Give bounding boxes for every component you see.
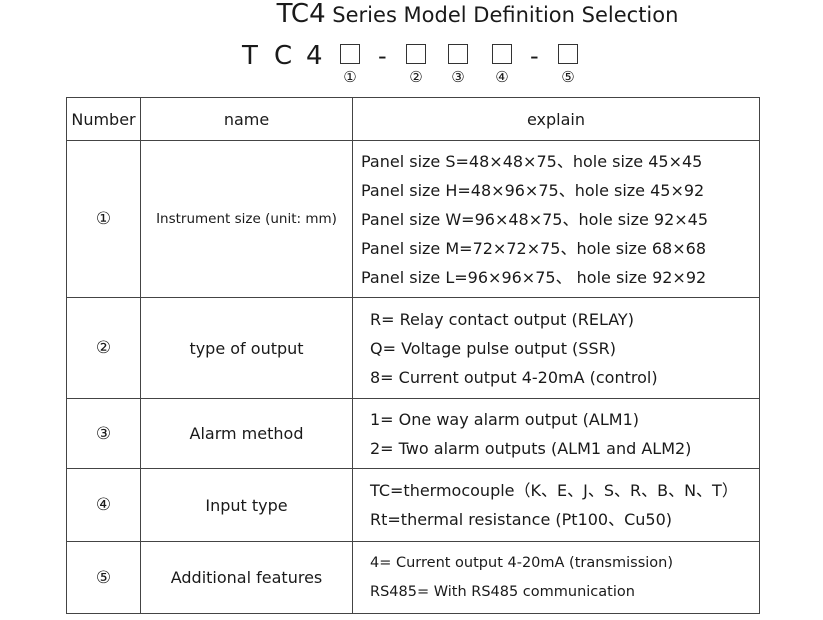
code-slot-number: ① [343, 68, 357, 86]
code-slot-2: ② [406, 44, 426, 86]
explain-line: Panel size L=96×96×75、 hole size 92×92 [361, 267, 707, 287]
code-slot-4: ④ [492, 44, 512, 86]
row-name: Alarm method [140, 398, 353, 469]
explain-line: R= Relay contact output (RELAY) [370, 309, 634, 329]
header-number: Number [66, 97, 141, 141]
code-slot-box [340, 44, 360, 64]
explain-line: RS485= With RS485 communication [370, 583, 635, 600]
explain-line: 4= Current output 4-20mA (transmission) [370, 554, 673, 571]
header-explain: explain [352, 97, 760, 141]
row-name: Instrument size (unit: mm) [140, 140, 353, 298]
model-letter-t: T [242, 41, 258, 71]
explain-line: 2= Two alarm outputs (ALM1 and ALM2) [370, 438, 692, 458]
row-number: ⑤ [66, 541, 141, 614]
row-name: type of output [140, 297, 353, 399]
code-slot-box [558, 44, 578, 64]
table-row: ② type of output R= Relay contact output… [66, 297, 760, 399]
explain-line: Q= Voltage pulse output (SSR) [370, 338, 616, 358]
row-number: ② [66, 297, 141, 399]
header-name: name [140, 97, 353, 141]
explain-line: 1= One way alarm output (ALM1) [370, 409, 639, 429]
row-number: ③ [66, 398, 141, 469]
row-name: Additional features [140, 541, 353, 614]
explain-line: Rt=thermal resistance (Pt100、Cu50) [370, 510, 673, 529]
code-slot-box [492, 44, 512, 64]
table-row: ① Instrument size (unit: mm) Panel size … [66, 140, 760, 298]
code-slot-number: ④ [495, 68, 509, 86]
row-explain: R= Relay contact output (RELAY) Q= Volta… [352, 297, 760, 399]
code-dash: - [378, 42, 387, 70]
code-slot-box [448, 44, 468, 64]
row-number: ④ [66, 468, 141, 542]
row-explain: TC=thermocouple（K、E、J、S、R、B、N、T） Rt=ther… [352, 468, 760, 542]
row-explain: 4= Current output 4-20mA (transmission) … [352, 541, 760, 614]
explain-line: TC=thermocouple（K、E、J、S、R、B、N、T） [370, 481, 738, 500]
table-row: ③ Alarm method 1= One way alarm output (… [66, 398, 760, 469]
code-slot-1: ① [340, 44, 360, 86]
title-text: Series Model Definition Selection [325, 3, 679, 27]
explain-line: Panel size S=48×48×75、hole size 45×45 [361, 151, 703, 171]
row-number: ① [66, 140, 141, 298]
explain-line: Panel size H=48×96×75、hole size 45×92 [361, 180, 705, 200]
explain-line: Panel size M=72×72×75、hole size 68×68 [361, 238, 707, 258]
code-slot-number: ⑤ [561, 68, 575, 86]
row-explain: 1= One way alarm output (ALM1) 2= Two al… [352, 398, 760, 469]
page-title: TC4 Series Model Definition Selection [0, 0, 823, 30]
title-model: TC4 [276, 0, 326, 29]
model-code-diagram: T C 4 ① - ② ③ ④ - ⑤ [240, 40, 600, 90]
code-dash: - [530, 42, 539, 70]
explain-line: Panel size W=96×48×75、hole size 92×45 [361, 209, 709, 229]
code-slot-number: ② [409, 68, 423, 86]
explain-line: 8= Current output 4-20mA (control) [370, 367, 658, 387]
code-slot-3: ③ [448, 44, 468, 86]
code-slot-box [406, 44, 426, 64]
model-letter-4: 4 [306, 41, 323, 71]
row-explain: Panel size S=48×48×75、hole size 45×45 Pa… [352, 140, 760, 298]
code-slot-5: ⑤ [558, 44, 578, 86]
code-slot-number: ③ [451, 68, 465, 86]
model-definition-table: Number name explain ① Instrument size (u… [66, 97, 760, 614]
row-name: Input type [140, 468, 353, 542]
table-header-row: Number name explain [66, 97, 760, 141]
table-row: ④ Input type TC=thermocouple（K、E、J、S、R、B… [66, 468, 760, 542]
model-letter-c: C [274, 41, 293, 71]
table-row: ⑤ Additional features 4= Current output … [66, 541, 760, 614]
